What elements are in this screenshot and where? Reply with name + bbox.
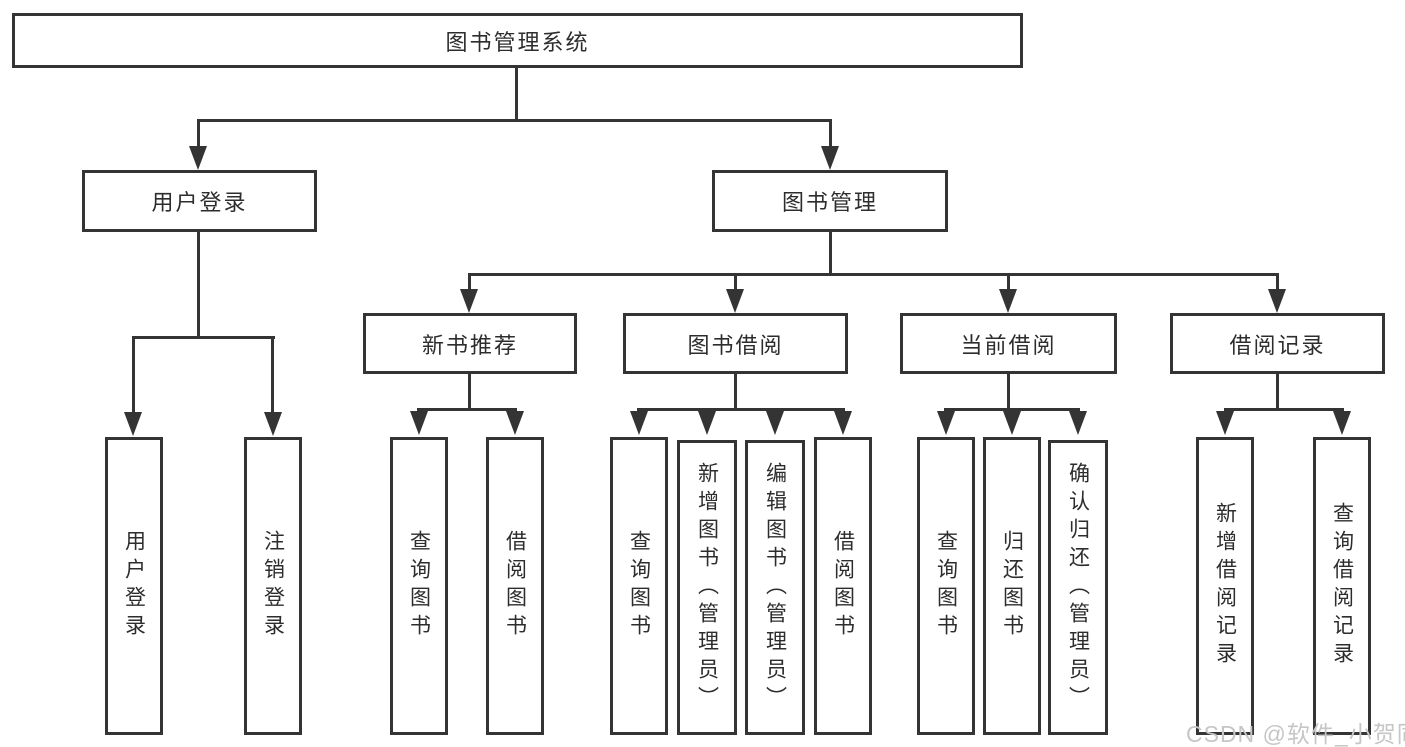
leaf-nb-query-books-label: 查询图书 [407,530,431,642]
arrow-cb-query-icon [937,411,955,435]
leaf-bw-edit-books: 编辑图书（管理员） [745,440,805,735]
leaf-rc-add-record-label: 新增借阅记录 [1213,502,1237,670]
node-borrowing-label: 图书借阅 [687,332,784,358]
leaf-user-login-label: 用户登录 [122,530,146,642]
connector-records-bar [1224,408,1344,411]
leaf-rc-query-record-label: 查询借阅记录 [1330,502,1354,670]
node-current-borrow: 当前借阅 [900,313,1117,374]
arrow-bw-edit-icon [766,411,784,435]
leaf-rc-query-record: 查询借阅记录 [1313,437,1371,735]
leaf-cb-return-books: 归还图书 [983,437,1041,735]
node-book-mgmt: 图书管理 [712,170,948,232]
leaf-bw-add-books: 新增图书（管理员） [677,440,737,735]
arrow-book-mgmt-icon [821,146,839,170]
leaf-bw-borrow-books-label: 借阅图书 [831,530,855,642]
arrow-bw-borrow-icon [834,411,852,435]
connector-level2-bar [468,273,1279,276]
leaf-bw-edit-books-label: 编辑图书（管理员） [763,461,787,714]
leaf-cb-return-books-label: 归还图书 [1000,530,1024,642]
arrow-cb-confirm-icon [1069,411,1087,435]
leaf-cb-query-books-label: 查询图书 [934,530,958,642]
arrow-records-icon [1268,289,1286,313]
connector-new-books-bar [417,408,517,411]
node-root: 图书管理系统 [12,13,1023,68]
connector-drop-new-books [468,273,471,291]
node-current-borrow-label: 当前借阅 [960,332,1057,358]
node-user-login-label: 用户登录 [151,190,248,215]
connector-drop-current [1007,273,1010,291]
leaf-nb-query-books: 查询图书 [390,437,448,735]
leaf-rc-add-record: 新增借阅记录 [1196,437,1254,735]
connector-root-trunk [515,68,518,122]
node-root-label: 图书管理系统 [445,29,590,55]
watermark-text: CSDN @软件_小贺同学 [1186,721,1405,747]
connector-borrowing-bar [637,408,845,411]
connector-drop-book-mgmt [829,119,832,147]
leaf-cb-confirm-return-label: 确认归还（管理员） [1066,461,1090,714]
arrow-new-books-icon [460,289,478,313]
leaf-logout-label: 注销登录 [261,530,285,642]
connector-borrowing-trunk [734,374,737,411]
leaf-bw-query-books-label: 查询图书 [627,530,651,642]
arrow-nb-borrow-icon [506,411,524,435]
leaf-nb-borrow-books-label: 借阅图书 [503,530,527,642]
node-borrowing: 图书借阅 [623,313,848,374]
arrow-user-login-icon [189,146,207,170]
arrow-rc-add-icon [1216,411,1234,435]
node-borrow-records: 借阅记录 [1170,313,1385,374]
arrow-nb-query-icon [410,411,428,435]
node-new-books: 新书推荐 [363,313,577,374]
connector-user-login-trunk [197,232,200,339]
node-borrow-records-label: 借阅记录 [1229,332,1326,358]
arrow-borrowing-icon [726,289,744,313]
leaf-user-login: 用户登录 [105,437,163,735]
leaf-bw-query-books: 查询图书 [610,437,668,735]
connector-current-trunk [1007,374,1010,411]
arrow-cb-return-icon [1003,411,1021,435]
leaf-bw-borrow-books: 借阅图书 [814,437,872,735]
leaf-logout: 注销登录 [244,437,302,735]
connector-current-bar [944,408,1080,411]
arrow-bw-add-icon [698,411,716,435]
connector-user-login-bar [132,336,275,339]
connector-records-trunk [1276,374,1279,411]
leaf-cb-query-books: 查询图书 [917,437,975,735]
connector-new-books-trunk [468,374,471,411]
arrow-rc-query-icon [1333,411,1351,435]
connector-drop-records [1276,273,1279,291]
connector-drop-borrowing [734,273,737,291]
arrow-bw-query-icon [630,411,648,435]
leaf-bw-add-books-label: 新增图书（管理员） [695,461,719,714]
connector-drop-leaf-login [132,336,135,413]
arrow-current-icon [999,289,1017,313]
node-new-books-label: 新书推荐 [421,332,518,358]
connector-drop-leaf-logout [271,336,274,413]
arrow-leaf-login-icon [124,412,142,436]
node-book-mgmt-label: 图书管理 [781,190,878,215]
node-user-login: 用户登录 [82,170,317,232]
arrow-leaf-logout-icon [264,412,282,436]
connector-book-mgmt-trunk [829,232,832,276]
leaf-cb-confirm-return: 确认归还（管理员） [1048,440,1108,735]
leaf-nb-borrow-books: 借阅图书 [486,437,544,735]
connector-level1-bar [197,119,832,122]
connector-drop-user-login [197,119,200,147]
